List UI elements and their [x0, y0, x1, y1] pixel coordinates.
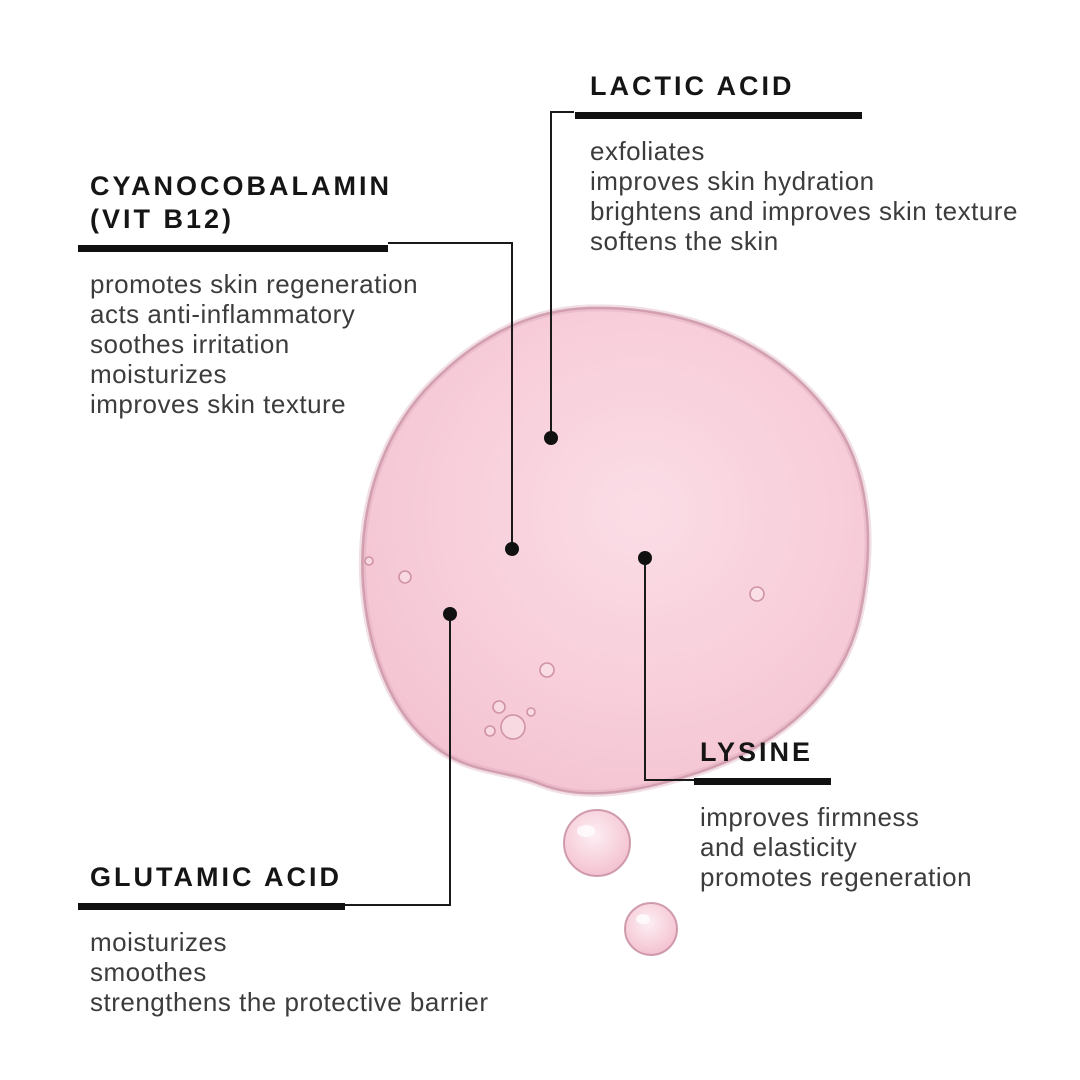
title-line: GLUTAMIC ACID [90, 862, 342, 892]
title-underline-bar [575, 112, 862, 119]
serum-blob [361, 306, 870, 795]
description-line: moisturizes [90, 927, 227, 957]
title-line: LACTIC ACID [590, 71, 795, 101]
title-underline-bar [78, 245, 388, 252]
annotation-title: LACTIC ACID [590, 70, 1018, 103]
annotation-description: promotes skin regeneration acts anti-inf… [90, 269, 418, 419]
description-line: brightens and improves skin texture [590, 196, 1018, 226]
description-line: softens the skin [590, 226, 779, 256]
title-line: LYSINE [700, 737, 814, 767]
description-line: moisturizes [90, 359, 227, 389]
description-line: exfoliates [590, 136, 705, 166]
serum-blob-rim [358, 304, 872, 797]
connector-dot-cyanocobalamin [505, 542, 519, 556]
description-line: improves skin texture [90, 389, 347, 419]
title-underline-bar [78, 903, 345, 910]
small-droplet-1 [563, 809, 631, 877]
description-line: and elasticity [700, 832, 858, 862]
annotation-title: CYANOCOBALAMIN (VIT B12) [90, 170, 418, 236]
description-line: strengthens the protective barrier [90, 987, 489, 1017]
description-line: improves firmness [700, 802, 920, 832]
description-line: promotes regeneration [700, 862, 973, 892]
annotation-lactic-acid: LACTIC ACID exfoliates improves skin hyd… [575, 70, 1018, 256]
description-line: acts anti-inflammatory [90, 299, 356, 329]
title-underline-bar [694, 778, 831, 785]
annotation-lysine: LYSINE improves firmness and elasticity … [694, 736, 972, 892]
connector-dot-lactic-acid [544, 431, 558, 445]
air-bubbles [364, 556, 765, 740]
description-line: improves skin hydration [590, 166, 875, 196]
connector-line-glutamic-acid [345, 618, 451, 906]
description-line: promotes skin regeneration [90, 269, 419, 299]
connector-line-lactic-acid [550, 111, 574, 434]
annotation-title: GLUTAMIC ACID [90, 861, 489, 894]
title-line: (VIT B12) [90, 204, 235, 234]
connector-dot-lysine [638, 551, 652, 565]
description-line: smoothes [90, 957, 207, 987]
annotation-description: moisturizes smoothes strengthens the pro… [90, 927, 489, 1017]
annotation-title: LYSINE [700, 736, 972, 769]
small-droplet-2 [624, 902, 678, 956]
annotation-description: exfoliates improves skin hydration brigh… [590, 136, 1018, 256]
connector-line-cyanocobalamin [388, 242, 513, 545]
annotation-glutamic-acid: GLUTAMIC ACID moisturizes smoothes stren… [78, 861, 489, 1017]
description-line: soothes irritation [90, 329, 290, 359]
title-line: CYANOCOBALAMIN [90, 171, 393, 201]
annotation-description: improves firmness and elasticity promote… [700, 802, 972, 892]
connector-line-lysine [644, 562, 694, 781]
annotation-cyanocobalamin: CYANOCOBALAMIN (VIT B12) promotes skin r… [78, 170, 418, 419]
connector-dot-glutamic-acid [443, 607, 457, 621]
